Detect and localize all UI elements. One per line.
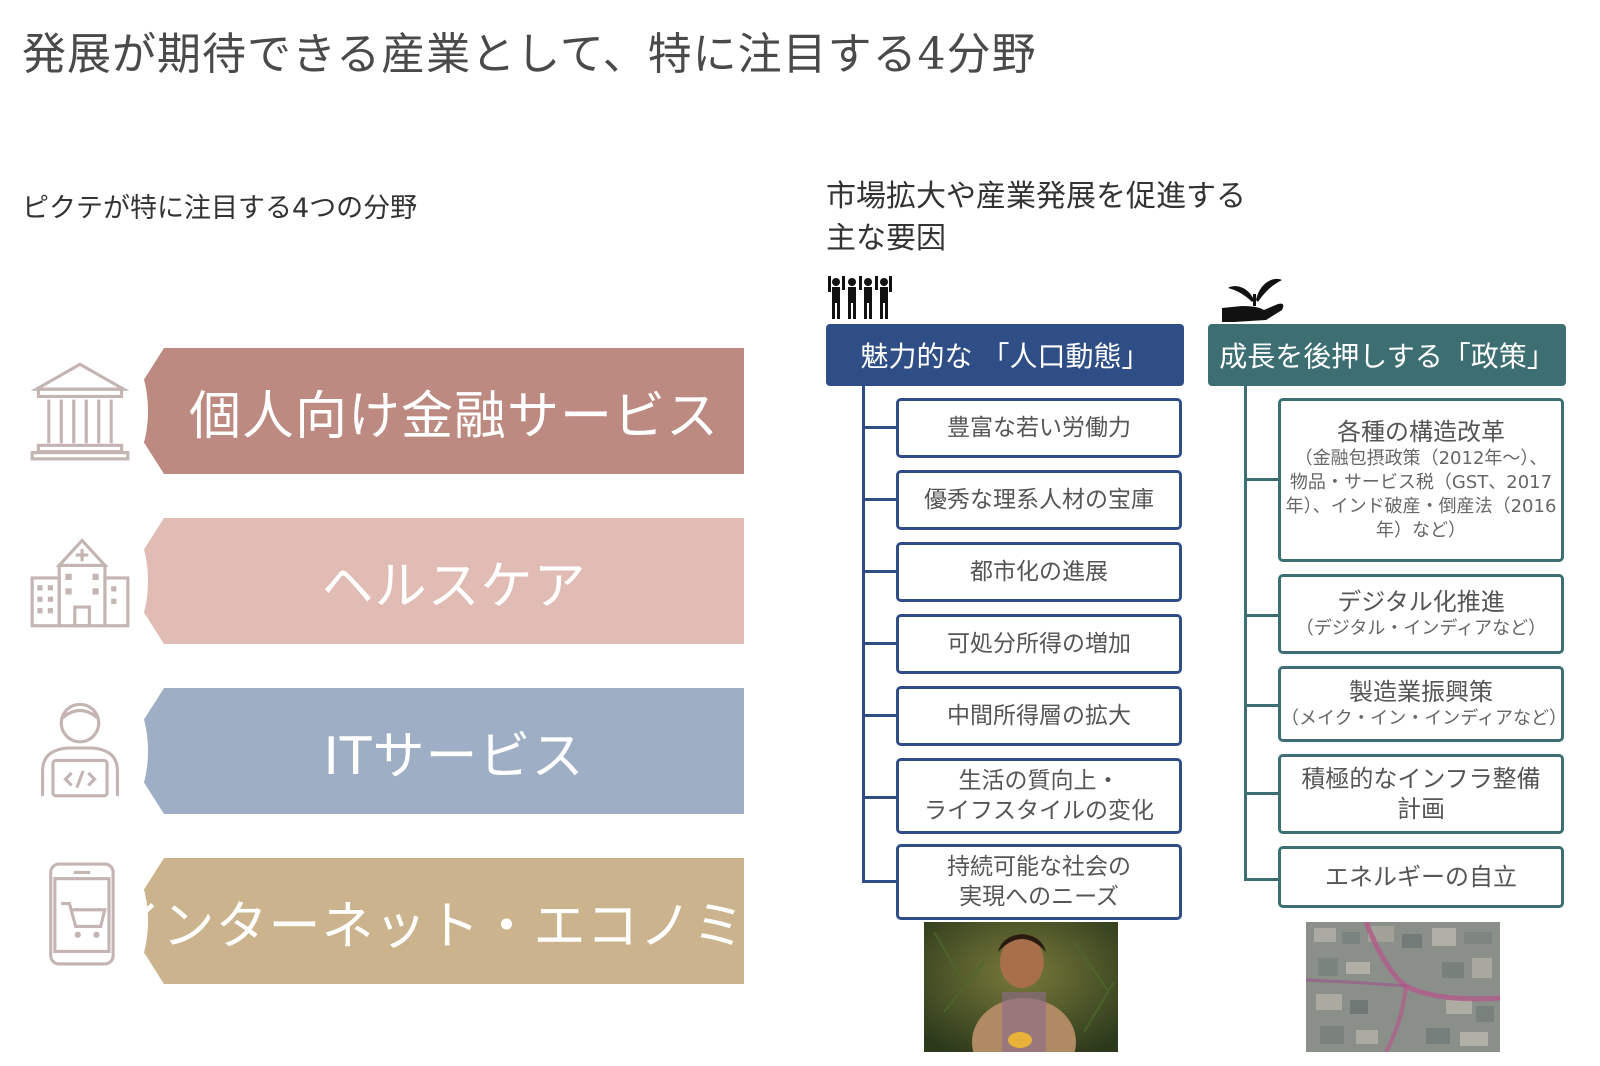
policy-factor: 各種の構造改革 （金融包摂政策（2012年～）、 物品・サービス税（GST、20… bbox=[1278, 398, 1564, 562]
demographics-title: 魅力的な 「人口動態」 bbox=[860, 340, 1150, 373]
demographic-factor: 都市化の進展 bbox=[896, 542, 1182, 602]
sector-label: 個人向け金融サービス bbox=[188, 386, 719, 447]
demographic-factor: 生活の質向上・ ライフスタイルの変化 bbox=[896, 758, 1182, 834]
factor-text: 優秀な理系人材の宝庫 bbox=[924, 487, 1154, 513]
page-title: 発展が期待できる産業として、特に注目する4分野 bbox=[22, 29, 1037, 80]
right-heading-line-1: 市場拡大や産業発展を促進する bbox=[826, 179, 1246, 214]
tree-connector bbox=[1244, 704, 1278, 707]
sector-it-services: ITサービス bbox=[124, 688, 744, 814]
tree-connector bbox=[862, 426, 896, 429]
factor-text: 中間所得層の拡大 bbox=[947, 703, 1131, 729]
factor-text: 都市化の進展 bbox=[970, 559, 1108, 585]
demographic-factor: 豊富な若い労働力 bbox=[896, 398, 1182, 458]
policy-factor-detail: （デジタル・インディアなど） bbox=[1295, 618, 1547, 639]
tree-connector bbox=[1244, 386, 1247, 880]
demographics-header: 魅力的な 「人口動態」 bbox=[826, 324, 1184, 386]
policy-factor-detail: （メイク・イン・インディアなど） bbox=[1281, 708, 1568, 729]
sector-label: インターネット・エコノミー bbox=[109, 896, 799, 957]
aerial-city-photo bbox=[1306, 922, 1500, 1052]
factor-text: 生活の質向上・ bbox=[958, 768, 1120, 794]
policy-factor-detail: 年）など） bbox=[1376, 520, 1466, 541]
hospital-icon bbox=[30, 538, 130, 628]
demographic-factor: 中間所得層の拡大 bbox=[896, 686, 1182, 746]
policy-factor-title: 計画 bbox=[1397, 795, 1445, 823]
policy-header: 成長を後押しする「政策」 bbox=[1208, 324, 1566, 386]
tree-connector bbox=[1244, 478, 1278, 481]
sector-label: ヘルスケア bbox=[321, 556, 587, 617]
sector-divider bbox=[88, 688, 148, 814]
tree-connector bbox=[862, 796, 896, 799]
factor-text: ライフスタイルの変化 bbox=[924, 798, 1154, 824]
demographic-factor: 可処分所得の増加 bbox=[896, 614, 1182, 674]
smartphone-cart-icon bbox=[49, 862, 115, 966]
sector-healthcare: ヘルスケア bbox=[124, 518, 744, 644]
policy-factor-title: エネルギーの自立 bbox=[1325, 863, 1517, 891]
factor-text: 持続可能な社会の bbox=[947, 854, 1131, 880]
policy-factor: 製造業振興策 （メイク・イン・インディアなど） bbox=[1278, 666, 1568, 742]
policy-title: 成長を後押しする「政策」 bbox=[1219, 340, 1555, 373]
demographic-factor: 優秀な理系人材の宝庫 bbox=[896, 470, 1182, 530]
sector-label: ITサービス bbox=[323, 726, 585, 787]
factor-text: 可処分所得の増加 bbox=[947, 631, 1131, 657]
policy-factor: エネルギーの自立 bbox=[1278, 846, 1564, 908]
tree-connector bbox=[1244, 614, 1278, 617]
factor-text: 実現へのニーズ bbox=[959, 884, 1119, 910]
right-section-heading: 市場拡大や産業発展を促進する 主な要因 bbox=[826, 176, 1306, 260]
sector-financial-services: 個人向け金融サービス bbox=[124, 348, 744, 474]
sector-divider bbox=[88, 518, 148, 644]
policy-factor-title: 各種の構造改革 bbox=[1337, 418, 1505, 446]
policy-factor-detail: 年）、インド破産・倒産法（2016 bbox=[1285, 496, 1557, 517]
policy-factor: 積極的なインフラ整備 計画 bbox=[1278, 754, 1564, 834]
child-photo bbox=[924, 922, 1118, 1052]
tree-connector bbox=[862, 642, 896, 645]
bank-icon bbox=[30, 362, 130, 461]
policy-factor-detail: 物品・サービス税（GST、2017 bbox=[1289, 472, 1553, 493]
tree-connector bbox=[1244, 792, 1278, 795]
tree-connector bbox=[862, 498, 896, 501]
tree-connector bbox=[862, 570, 896, 573]
factor-text: 豊富な若い労働力 bbox=[947, 415, 1131, 441]
demographic-factor: 持続可能な社会の 実現へのニーズ bbox=[896, 844, 1182, 920]
tree-connector bbox=[862, 880, 896, 883]
developer-icon bbox=[41, 702, 119, 798]
tree-connector bbox=[1244, 878, 1278, 881]
policy-factor-detail: （金融包摂政策（2012年～）、 bbox=[1294, 448, 1548, 469]
policy-factor-title: 積極的なインフラ整備 bbox=[1301, 765, 1541, 793]
policy-factor-title: デジタル化推進 bbox=[1337, 588, 1505, 616]
sector-internet-economy: インターネット・エコノミー bbox=[124, 858, 744, 984]
right-heading-line-2: 主な要因 bbox=[826, 221, 946, 256]
policy-factor-title: 製造業振興策 bbox=[1349, 678, 1493, 706]
people-icon bbox=[828, 276, 892, 319]
left-section-heading: ピクテが特に注目する4つの分野 bbox=[22, 193, 418, 224]
policy-factor: デジタル化推進 （デジタル・インディアなど） bbox=[1278, 574, 1564, 654]
tree-connector bbox=[862, 386, 865, 882]
plant-in-hand-icon bbox=[1222, 278, 1284, 322]
tree-connector bbox=[862, 714, 896, 717]
